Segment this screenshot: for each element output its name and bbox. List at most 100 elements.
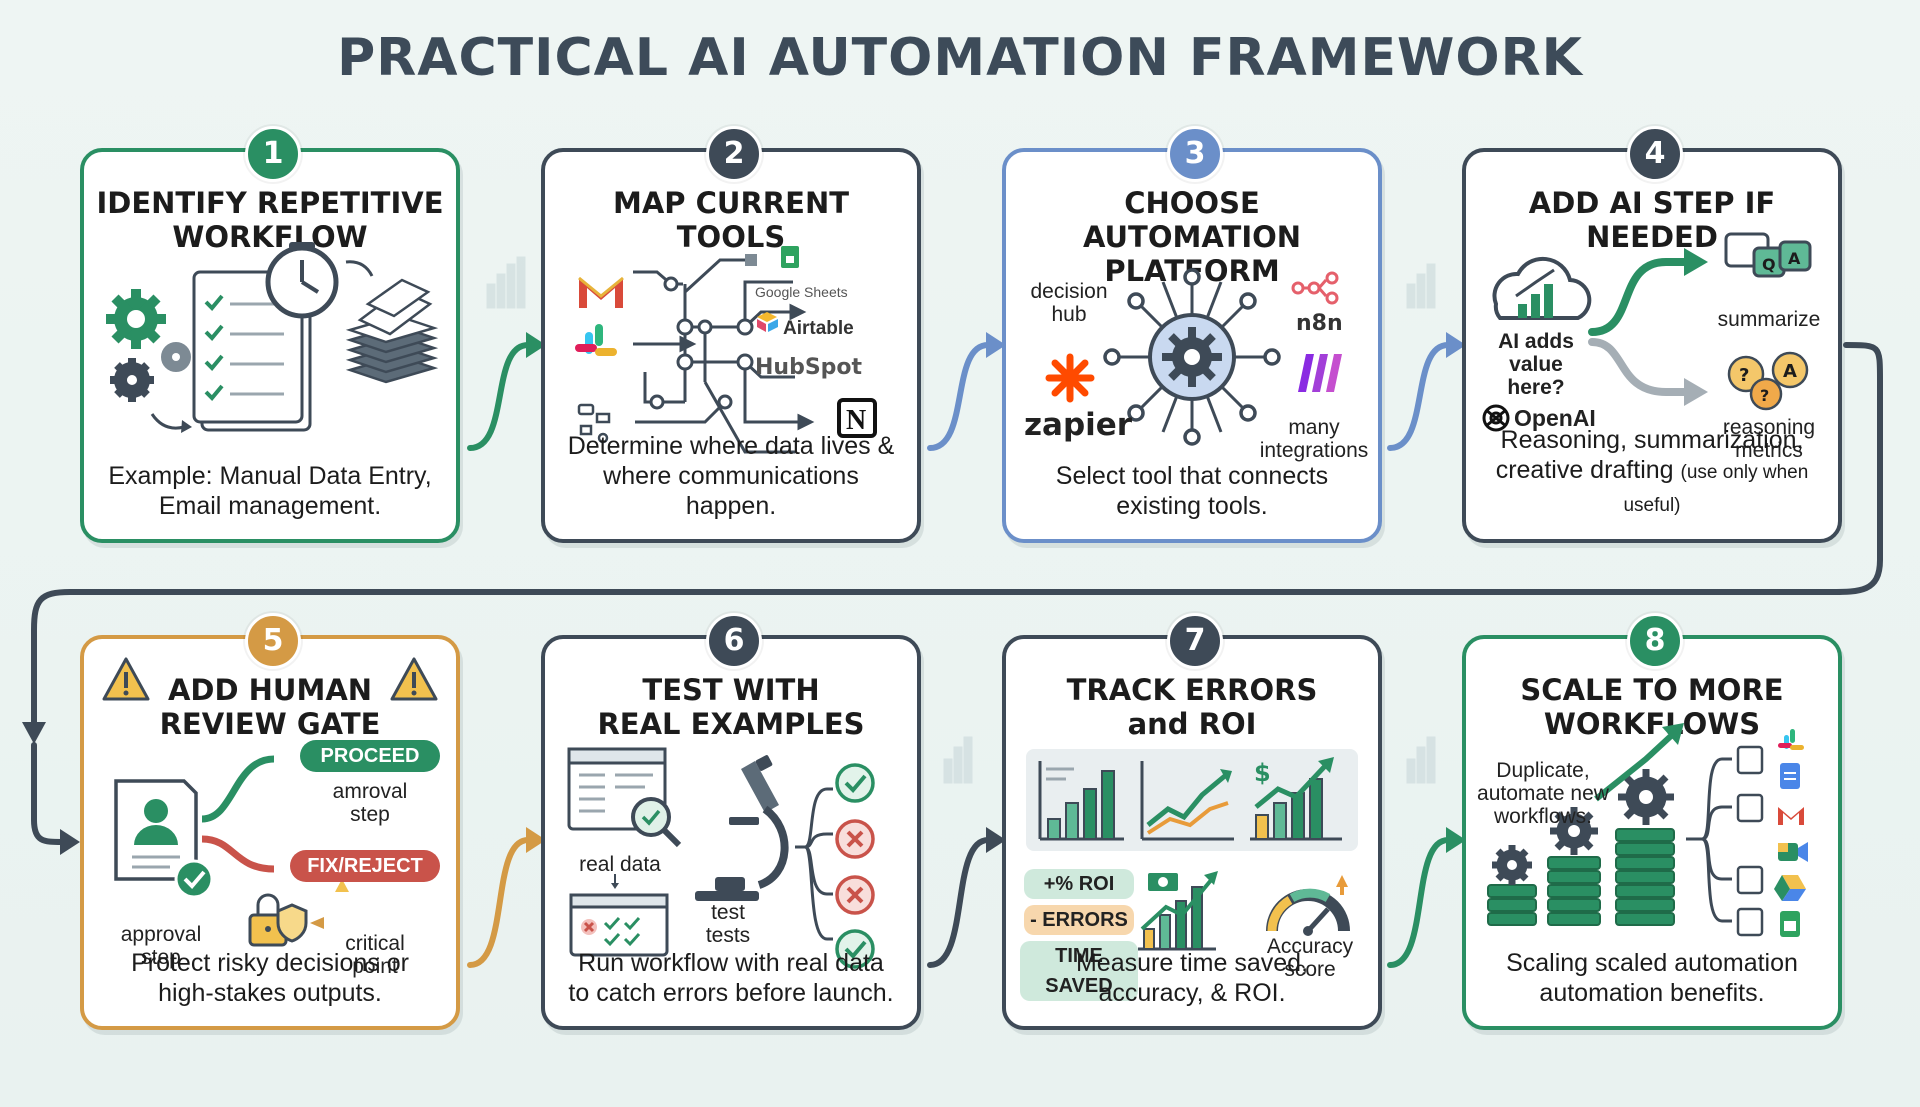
flowchart-icon [577,403,611,444]
step-illustration: $ [1026,749,1358,951]
slack-icon [1778,729,1804,750]
drive-icon [1774,875,1806,901]
notion-icon: N [837,398,877,438]
dollar-chart-icon: $ [1250,757,1342,841]
step-title: ADD AI STEP IF NEEDED [1528,186,1776,254]
gear-stack-icon [1487,723,1684,926]
n8n-icon [1291,271,1339,305]
step-illustration: Google Sheets Airtable HubSpot N [575,246,877,454]
check-circle-icon [835,763,875,803]
page-title: PRACTICAL AI AUTOMATION FRAMEWORK [337,28,1583,88]
money-chart-icon [1138,871,1218,951]
step-card-4: 4 ADD AI STEP IF NEEDED Q A ? A ? [1462,126,1842,543]
svg-text:N: N [846,405,866,436]
step-title: CHOOSE AUTOMATIONPLATFORM [1082,186,1302,288]
errors-badge: - ERRORS [1024,905,1134,935]
fix-reject-badge: FIX/REJECT [290,850,440,882]
gmail-icon [1778,807,1804,825]
step-number-badge: 8 [1627,613,1683,669]
cloud-chart-icon [1492,256,1592,320]
svg-text:?: ? [1760,386,1769,405]
step-description: Example: Manual Data Entry,Email managem… [108,462,432,520]
spreadsheet-magnifier-icon [567,747,682,848]
step-description: Measure time saved,accuracy, & ROI. [1075,949,1309,1007]
step-card-2: 2 MAP CURRENT TOOLS [541,126,921,543]
warning-icon [102,657,150,701]
clock-icon [265,242,339,319]
openai-label: OpenAI [1514,405,1596,431]
time-saved-badge: TIME SAVED [1020,941,1138,1001]
real-data-label: real data [579,853,661,876]
svg-text:A: A [1783,361,1797,382]
summarize-label: summarize [1717,308,1821,331]
user-document-icon [114,779,198,881]
step-description: Reasoning, summarization, creative draft… [1495,426,1809,516]
hub-gear-icon [1103,268,1281,446]
airtable-icon [757,312,778,332]
gear-icon [106,289,166,349]
proceed-badge: PROCEED [300,740,440,772]
paper-stack-icon [345,278,439,384]
slack-icon [575,324,617,356]
step-illustration [1487,723,1808,937]
n8n-label: n8n [1296,311,1343,336]
warning-icon [390,657,438,701]
airtable-label: Airtable [783,318,854,339]
step-illustration [102,657,438,947]
lock-shield-icon [248,893,308,947]
step-number-badge: 7 [1167,613,1223,669]
google-sheets-label: Google Sheets [755,284,848,300]
checklist-icon [192,270,312,432]
results-sheet-icon [569,893,669,957]
hubspot-label: HubSpot [755,355,863,380]
docs-icon [1780,763,1800,789]
step-number-badge: 1 [245,126,301,182]
network-map-icon [633,258,815,454]
step-illustration: Q A ? A ? OpenAI [1482,232,1812,432]
svg-text:?: ? [1739,365,1749,386]
svg-text:$: $ [1254,759,1271,787]
meet-icon [1778,842,1808,862]
question-bubbles-icon: ? A ? [1727,351,1809,411]
bar-chart-icon [1038,761,1124,841]
openai-icon [1482,404,1510,432]
step-number-badge: 3 [1167,126,1223,182]
step-number-badge: 4 [1627,126,1683,182]
svg-text:A: A [1788,249,1801,268]
qa-chat-icon: Q A [1724,232,1812,278]
x-circle-icon [835,875,875,915]
zapier-icon [1045,353,1095,403]
checkmark-icon [174,859,214,899]
gmail-icon [578,276,624,308]
step-illustration [106,242,439,433]
step-number-badge: 5 [245,613,301,669]
sheets-icon [1780,911,1800,937]
step-description: Determine where data lives &where commun… [567,432,895,520]
step-illustration [567,747,875,969]
microscope-icon [695,755,789,901]
step-title: MAP CURRENT TOOLS [612,186,849,254]
